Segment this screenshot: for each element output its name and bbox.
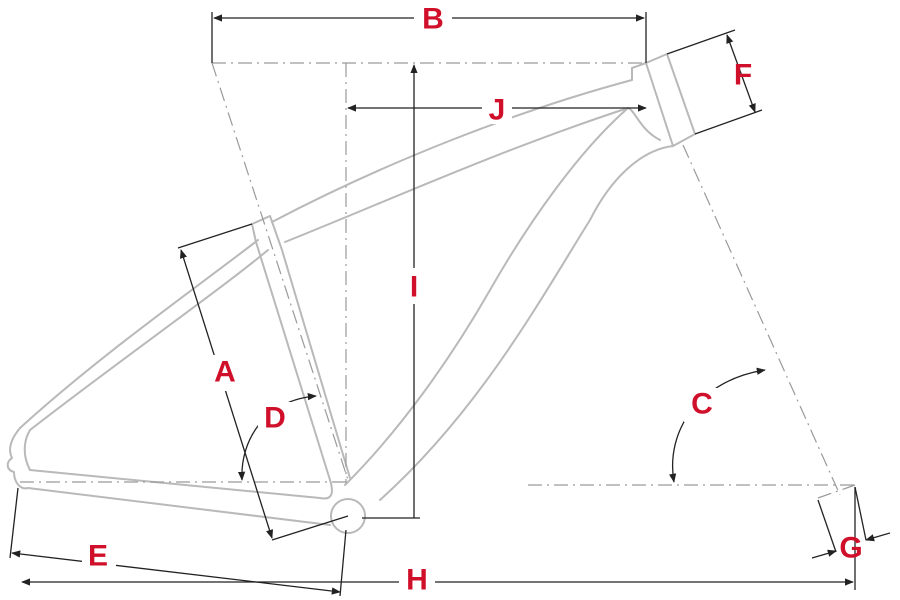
dimension-g: [811, 486, 891, 559]
chain-stay: [27, 469, 333, 526]
dimension-g-arrow-right: [865, 532, 891, 542]
top-tube: [271, 62, 661, 243]
dimension-g-extension-right: [854, 486, 867, 541]
dimension-f-extension-top: [666, 29, 736, 55]
dimension-c: [669, 367, 766, 483]
bottom-bracket: [330, 498, 366, 534]
fork-end-line: [817, 484, 856, 499]
head-tube: [645, 53, 696, 147]
steering-axis-line: [682, 144, 841, 496]
dimension-g-extension-left: [817, 499, 837, 553]
dimension-a: [177, 223, 349, 541]
dimension-f: [666, 29, 763, 135]
label-i: I: [410, 271, 418, 304]
label-e: E: [88, 540, 108, 573]
dimension-a-extension-bottom: [271, 515, 349, 541]
reference-lines: [20, 62, 856, 499]
dimension-f-line: [726, 34, 756, 113]
rear-dropout: [6, 427, 31, 490]
dimension-a-line: [179, 249, 274, 539]
dimension-g-arrow-left: [811, 549, 837, 559]
label-a: A: [214, 356, 236, 389]
label-c: C: [691, 388, 713, 421]
dimension-e-extension-left: [9, 487, 19, 559]
dimension-a-extension-top: [177, 223, 253, 249]
seat-stay: [19, 239, 269, 431]
label-h: H: [406, 564, 428, 597]
dimension-e-extension-right: [339, 529, 347, 597]
label-g: G: [839, 532, 862, 565]
dimension-h: [21, 487, 856, 590]
bike-frame-outline: [6, 53, 696, 534]
dimension-e: [9, 487, 347, 597]
label-b: B: [422, 3, 444, 36]
dimension-f-extension-bottom: [694, 109, 763, 135]
dimension-e-line: [11, 550, 341, 595]
down-tube: [344, 107, 674, 501]
label-d: D: [264, 402, 286, 435]
seat-angle-line: [211, 62, 350, 484]
label-f: F: [734, 59, 752, 92]
dimension-c-arc: [669, 367, 766, 483]
label-j: J: [489, 94, 506, 127]
